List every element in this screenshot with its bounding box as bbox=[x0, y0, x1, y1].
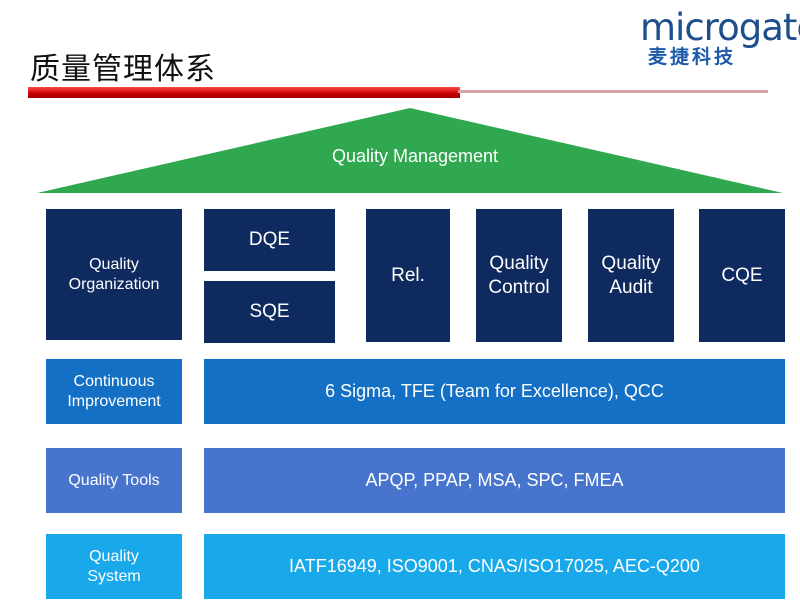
pillar-rel: Rel. bbox=[366, 209, 450, 342]
layer-label-quality-system: Quality System bbox=[46, 534, 182, 599]
pillar-sqe: SQE bbox=[204, 281, 335, 343]
logo-text-en: microgate bbox=[640, 6, 800, 49]
pillar-quality-audit: Quality Audit bbox=[588, 209, 674, 342]
pillar-dqe: DQE bbox=[204, 209, 335, 271]
pillar-quality-control: Quality Control bbox=[476, 209, 562, 342]
page-title: 质量管理体系 bbox=[30, 52, 216, 87]
logo-text-cn: 麦捷科技 bbox=[648, 46, 737, 68]
layer-content-quality-system: IATF16949, ISO9001, CNAS/ISO17025, AEC-Q… bbox=[204, 534, 785, 599]
pillar-quality-organization: Quality Organization bbox=[46, 209, 182, 340]
title-underline-thin bbox=[458, 90, 768, 93]
layer-content-continuous-improvement: 6 Sigma, TFE (Team for Excellence), QCC bbox=[204, 359, 785, 424]
layer-label-continuous-improvement: Continuous Improvement bbox=[46, 359, 182, 424]
layer-label-quality-tools: Quality Tools bbox=[46, 448, 182, 513]
pillar-cqe: CQE bbox=[699, 209, 785, 342]
roof-triangle bbox=[37, 108, 783, 193]
roof-label: Quality Management bbox=[331, 146, 499, 166]
layer-content-quality-tools: APQP, PPAP, MSA, SPC, FMEA bbox=[204, 448, 785, 513]
title-underline-bar bbox=[28, 87, 460, 98]
